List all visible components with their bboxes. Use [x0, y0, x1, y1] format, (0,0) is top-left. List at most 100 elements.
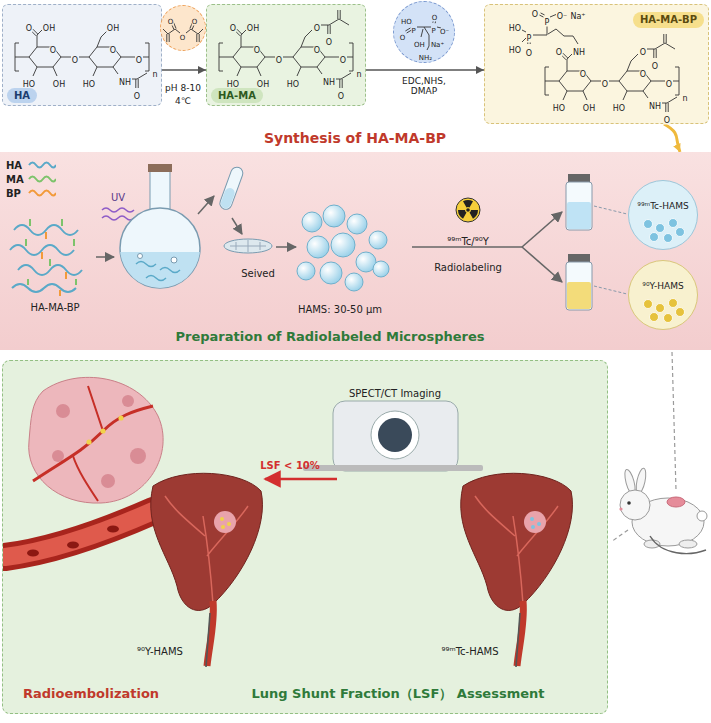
- vial-cap: [568, 174, 590, 182]
- atom-label: O: [651, 63, 658, 71]
- vial-body: [566, 262, 592, 310]
- tumor-inset: [29, 377, 163, 503]
- microsphere: [302, 212, 322, 232]
- atom-label-slot: n: [152, 62, 158, 81]
- double-bond: [330, 25, 331, 34]
- atom-label-slot: P: [411, 17, 416, 36]
- single-bond: [237, 67, 241, 76]
- panel-illustration: [3, 361, 609, 715]
- single-bond: [15, 57, 29, 58]
- single-bond: [265, 57, 275, 58]
- legend-swatch: [28, 174, 56, 184]
- single-bond: [37, 30, 42, 35]
- step-label-slot: Radiolabeling: [434, 256, 502, 275]
- single-bond: [421, 29, 423, 37]
- atom-label: O: [525, 50, 532, 58]
- polymer-strands: [10, 219, 82, 296]
- step-arrow: [276, 246, 296, 248]
- atom-label: NH₂: [418, 54, 432, 61]
- atom-label-slot: O: [49, 38, 56, 57]
- single-bond: [219, 57, 233, 58]
- panel-title: Radioembolization: [23, 687, 159, 702]
- single-bond: [53, 57, 61, 67]
- catheter: [516, 613, 520, 667]
- atom-label: HO: [286, 81, 299, 89]
- legend-wave: [29, 177, 56, 182]
- rabbit: [619, 467, 707, 553]
- atom-label: O: [337, 93, 344, 101]
- double-bond: [656, 49, 657, 58]
- single-bond: [37, 35, 38, 47]
- atom-label-slot: HO: [401, 8, 413, 27]
- panel-title-slot: Lung Shunt Fraction（LSF） Assessment: [251, 683, 544, 702]
- atom-label-slot: HO: [82, 72, 95, 91]
- atom-label: OH: [414, 41, 426, 48]
- atom-label-slot: n: [356, 62, 362, 81]
- size-label: HAMS: 30-50 μm: [298, 304, 382, 316]
- vial-cap: [568, 254, 590, 262]
- tracer-label: ⁹⁹ᵐTc-HAMS: [441, 646, 498, 658]
- trefoil-blade: [458, 210, 467, 219]
- single-bond: [522, 30, 526, 32]
- atom-label-slot: OH: [582, 96, 595, 115]
- atom-label: O: [339, 57, 346, 65]
- tumor-cell: [52, 450, 64, 462]
- microsphere: [220, 517, 224, 521]
- microsphere: [644, 300, 653, 309]
- product-label-slot: ⁹⁹ᵐTc-HAMS: [637, 194, 688, 213]
- atom-label-slot: O: [167, 8, 174, 27]
- atom-label: O: [179, 34, 186, 41]
- rabbit-nose: [619, 507, 622, 510]
- atom-label-slot: O: [665, 72, 672, 91]
- uv-label: UV: [111, 192, 125, 204]
- single-bond: [329, 19, 339, 25]
- hepatic-artery: [517, 601, 523, 666]
- microsphere: [347, 214, 367, 234]
- single-bond: [191, 29, 198, 34]
- microsphere: [650, 233, 659, 242]
- double-bond: [339, 79, 340, 88]
- single-bond: [317, 67, 322, 74]
- atom-label-slot: O: [399, 24, 406, 43]
- microsphere: [664, 234, 673, 243]
- tumor-cell: [56, 404, 70, 418]
- single-bond: [424, 26, 431, 27]
- catheter: [650, 536, 706, 553]
- atom-label-slot: OH: [106, 16, 119, 35]
- panel-title-slot: Radioembolization: [23, 683, 159, 702]
- section-title: Synthesis of HA-MA-BP: [264, 130, 446, 146]
- atom-label-slot: OH: [414, 31, 426, 50]
- legend-wave: [29, 191, 56, 196]
- single-bond: [219, 71, 223, 72]
- atom-label: O: [135, 57, 142, 65]
- blood-cell: [67, 542, 79, 549]
- single-bond: [15, 43, 19, 44]
- single-bond: [623, 91, 627, 100]
- liver: [151, 473, 263, 610]
- bp-groups: [42, 232, 66, 296]
- single-bond: [113, 67, 118, 74]
- atom-label-slot: NH: [119, 70, 132, 89]
- dissolved-polymer: [136, 262, 180, 281]
- reagent-circle: OOO: [160, 5, 206, 51]
- atom-label-slot: OH: [42, 16, 55, 35]
- atom-label-slot: O: [663, 108, 670, 127]
- atom-label: HO: [82, 81, 95, 89]
- isotope-label: ⁹⁹ᵐTc/⁹⁰Y: [447, 236, 489, 248]
- single-bond: [559, 81, 567, 91]
- double-bond: [196, 34, 197, 42]
- vial-body: [566, 182, 592, 230]
- gantry: [333, 401, 458, 471]
- trefoil-blade: [470, 210, 479, 219]
- single-bond: [339, 19, 349, 25]
- flask-neck: [150, 170, 170, 212]
- single-bond: [619, 71, 627, 81]
- single-bond: [241, 35, 242, 47]
- single-bond: [97, 37, 101, 47]
- single-bond: [349, 71, 353, 72]
- microsphere: [227, 522, 231, 526]
- atom-label: P: [526, 35, 532, 43]
- atom-label: NH: [573, 49, 586, 57]
- atom-label-slot: O: [191, 8, 198, 27]
